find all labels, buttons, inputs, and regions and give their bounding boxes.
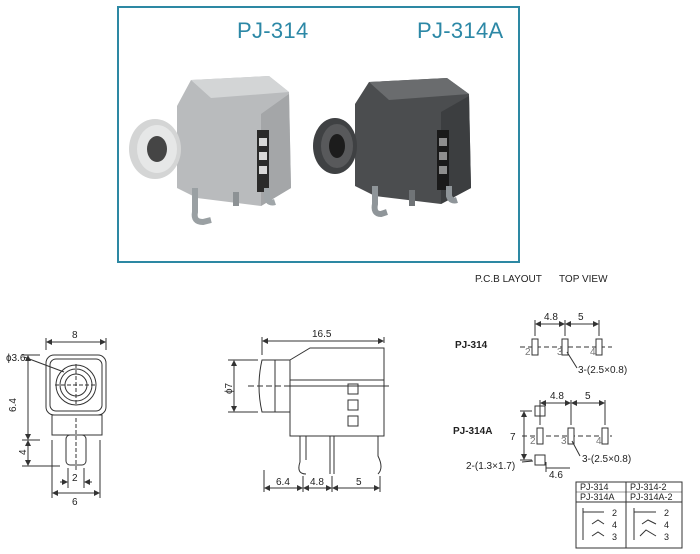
pcb-a-dim-2: 5	[578, 312, 584, 323]
side-dim-2-label: 4.8	[310, 477, 324, 488]
pcb-b-layout	[520, 400, 612, 472]
front-pin-label: 2	[72, 473, 78, 484]
product-photos	[129, 76, 471, 226]
model-title-pj-314: PJ-314	[237, 18, 309, 43]
left-pin-4: 4	[612, 520, 617, 530]
side-view-drawing	[228, 337, 392, 492]
pcb-b-height: 7	[510, 432, 516, 443]
pcb-a-dim-1: 4.8	[544, 312, 558, 323]
pcb-b-pin-2: 2	[530, 436, 536, 447]
pcb-b-holes: 3-(2.5×0.8)	[582, 454, 631, 465]
front-width-label: 8	[72, 330, 78, 341]
side-length-label: 16.5	[312, 329, 332, 340]
right-pin-3: 3	[664, 532, 669, 542]
front-leg-label: 4	[18, 449, 29, 455]
table-header-1: PJ-314	[580, 482, 609, 492]
front-view-drawing	[22, 338, 107, 498]
table-header-3: PJ-314A	[580, 492, 615, 502]
side-diameter-label: ɸ7	[224, 383, 235, 394]
left-pin-3: 3	[612, 532, 617, 542]
right-pin-4: 4	[664, 520, 669, 530]
pcb-a-pin-2: 2	[525, 347, 531, 358]
front-base-label: 6	[72, 497, 78, 508]
pcb-a-layout	[520, 320, 612, 369]
jack-photo-dark	[313, 78, 471, 218]
schematic-table	[575, 481, 683, 549]
pcb-b-pin-3: 3	[561, 436, 567, 447]
pcb-b-pads: 2-(1.3×1.7)	[466, 461, 515, 472]
left-pin-2: 2	[612, 508, 617, 518]
pcb-a-pin-4: 4	[590, 347, 596, 358]
pcb-b-offset: 4.6	[549, 470, 563, 481]
pcb-layout-heading: P.C.B LAYOUT	[475, 274, 542, 285]
table-header-2: PJ-314-2	[630, 482, 667, 492]
model-title-pj-314a: PJ-314A	[417, 18, 504, 43]
pcb-b-label: PJ-314A	[453, 426, 492, 437]
jack-photo-light	[129, 76, 291, 226]
front-height-label: 6.4	[8, 398, 19, 412]
pcb-a-label: PJ-314	[455, 340, 488, 351]
pcb-a-holes: 3-(2.5×0.8)	[578, 365, 627, 376]
product-photo-panel: PJ-314 PJ-314A	[117, 6, 520, 263]
table-header-4: PJ-314A-2	[630, 492, 673, 502]
top-view-heading: TOP VIEW	[559, 274, 608, 285]
front-hole-label: ɸ3.6	[6, 353, 26, 364]
pcb-b-pin-4: 4	[596, 436, 602, 447]
pcb-b-dim-1: 4.8	[550, 391, 564, 402]
pcb-b-dim-2: 5	[585, 391, 591, 402]
side-dim-3-label: 5	[356, 477, 362, 488]
side-dim-1-label: 6.4	[276, 477, 290, 488]
pcb-a-pin-3: 3	[557, 347, 563, 358]
right-pin-2: 2	[664, 508, 669, 518]
